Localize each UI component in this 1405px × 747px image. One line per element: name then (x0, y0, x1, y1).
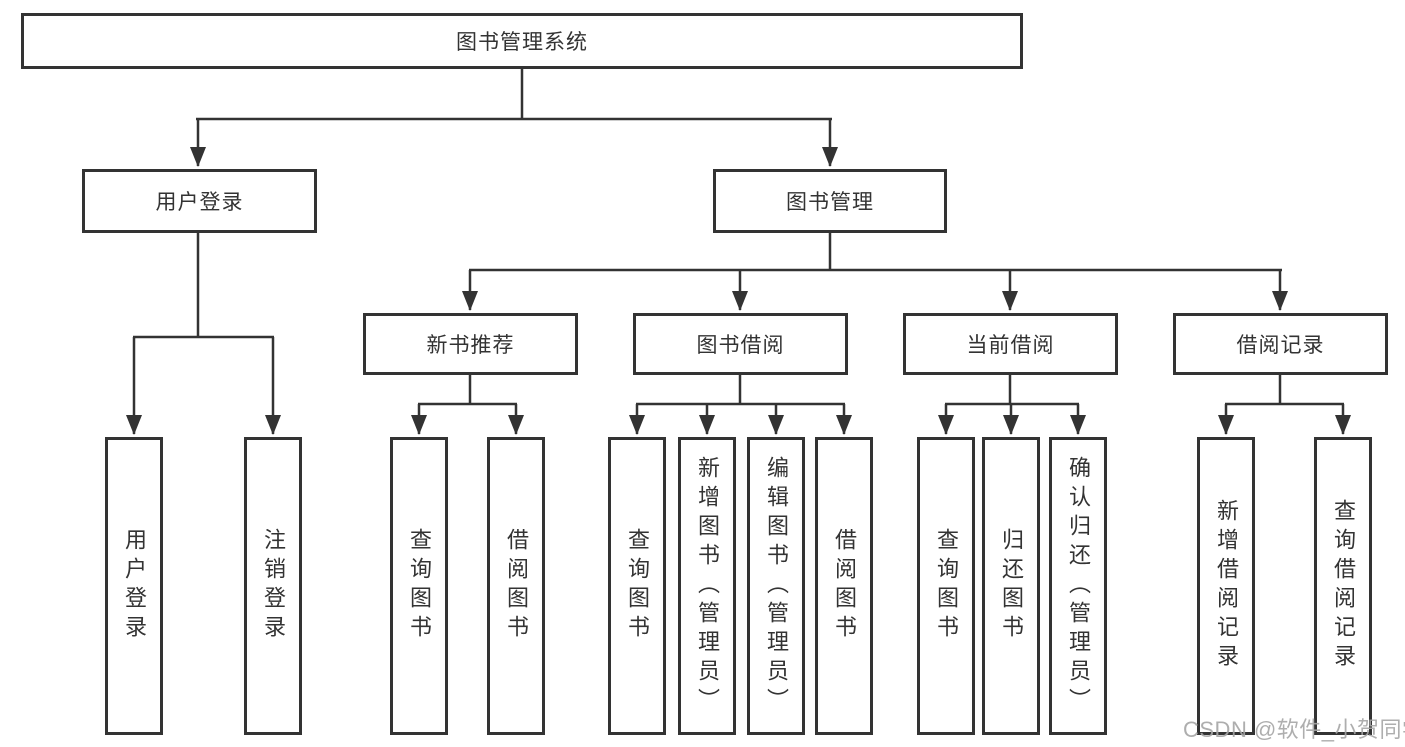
node-label: 当前借阅 (966, 334, 1055, 357)
leaf-label: 确认归还（管理员） (1066, 455, 1091, 717)
leaf-edit-book-admin: 编辑图书（管理员） (747, 437, 805, 735)
leaf-label: 新增借阅记录 (1214, 499, 1239, 673)
leaf-label: 用户登录 (122, 528, 147, 644)
node-label: 图书管理 (786, 191, 874, 214)
leaf-query-books-recommend: 查询图书 (390, 437, 448, 735)
leaf-label: 借阅图书 (832, 528, 857, 644)
leaf-borrow-books-recommend: 借阅图书 (487, 437, 545, 735)
leaf-label: 编辑图书（管理员） (764, 455, 789, 717)
node-borrow-records: 借阅记录 (1173, 313, 1388, 375)
leaf-label: 查询图书 (625, 528, 650, 644)
leaf-query-borrow-record: 查询借阅记录 (1314, 437, 1372, 735)
node-library-management-system: 图书管理系统 (21, 13, 1023, 69)
node-label: 图书借阅 (696, 334, 785, 357)
leaf-label: 新增图书（管理员） (695, 455, 720, 717)
leaf-user-login: 用户登录 (105, 437, 163, 735)
node-book-borrow: 图书借阅 (633, 313, 848, 375)
leaf-add-borrow-record: 新增借阅记录 (1197, 437, 1255, 735)
leaf-label: 查询图书 (407, 528, 432, 644)
leaf-add-book-admin: 新增图书（管理员） (678, 437, 736, 735)
node-label: 借阅记录 (1236, 334, 1325, 357)
leaf-label: 归还图书 (999, 528, 1024, 644)
leaf-label: 查询图书 (934, 528, 959, 644)
leaf-label: 借阅图书 (504, 528, 529, 644)
leaf-query-books-current: 查询图书 (917, 437, 975, 735)
node-label: 图书管理系统 (456, 31, 588, 54)
node-user-login: 用户登录 (82, 169, 317, 233)
node-book-management: 图书管理 (713, 169, 947, 233)
leaf-label: 查询借阅记录 (1331, 499, 1356, 673)
leaf-query-books-borrow: 查询图书 (608, 437, 666, 735)
node-label: 用户登录 (155, 191, 244, 214)
node-label: 新书推荐 (426, 334, 515, 357)
leaf-return-book: 归还图书 (982, 437, 1040, 735)
node-current-borrow: 当前借阅 (903, 313, 1118, 375)
leaf-borrow-books: 借阅图书 (815, 437, 873, 735)
node-new-book-recommend: 新书推荐 (363, 313, 578, 375)
watermark: CSDN @软件_小贺同学 (1183, 717, 1405, 742)
leaf-logout: 注销登录 (244, 437, 302, 735)
leaf-label: 注销登录 (261, 528, 286, 644)
leaf-confirm-return-admin: 确认归还（管理员） (1049, 437, 1107, 735)
